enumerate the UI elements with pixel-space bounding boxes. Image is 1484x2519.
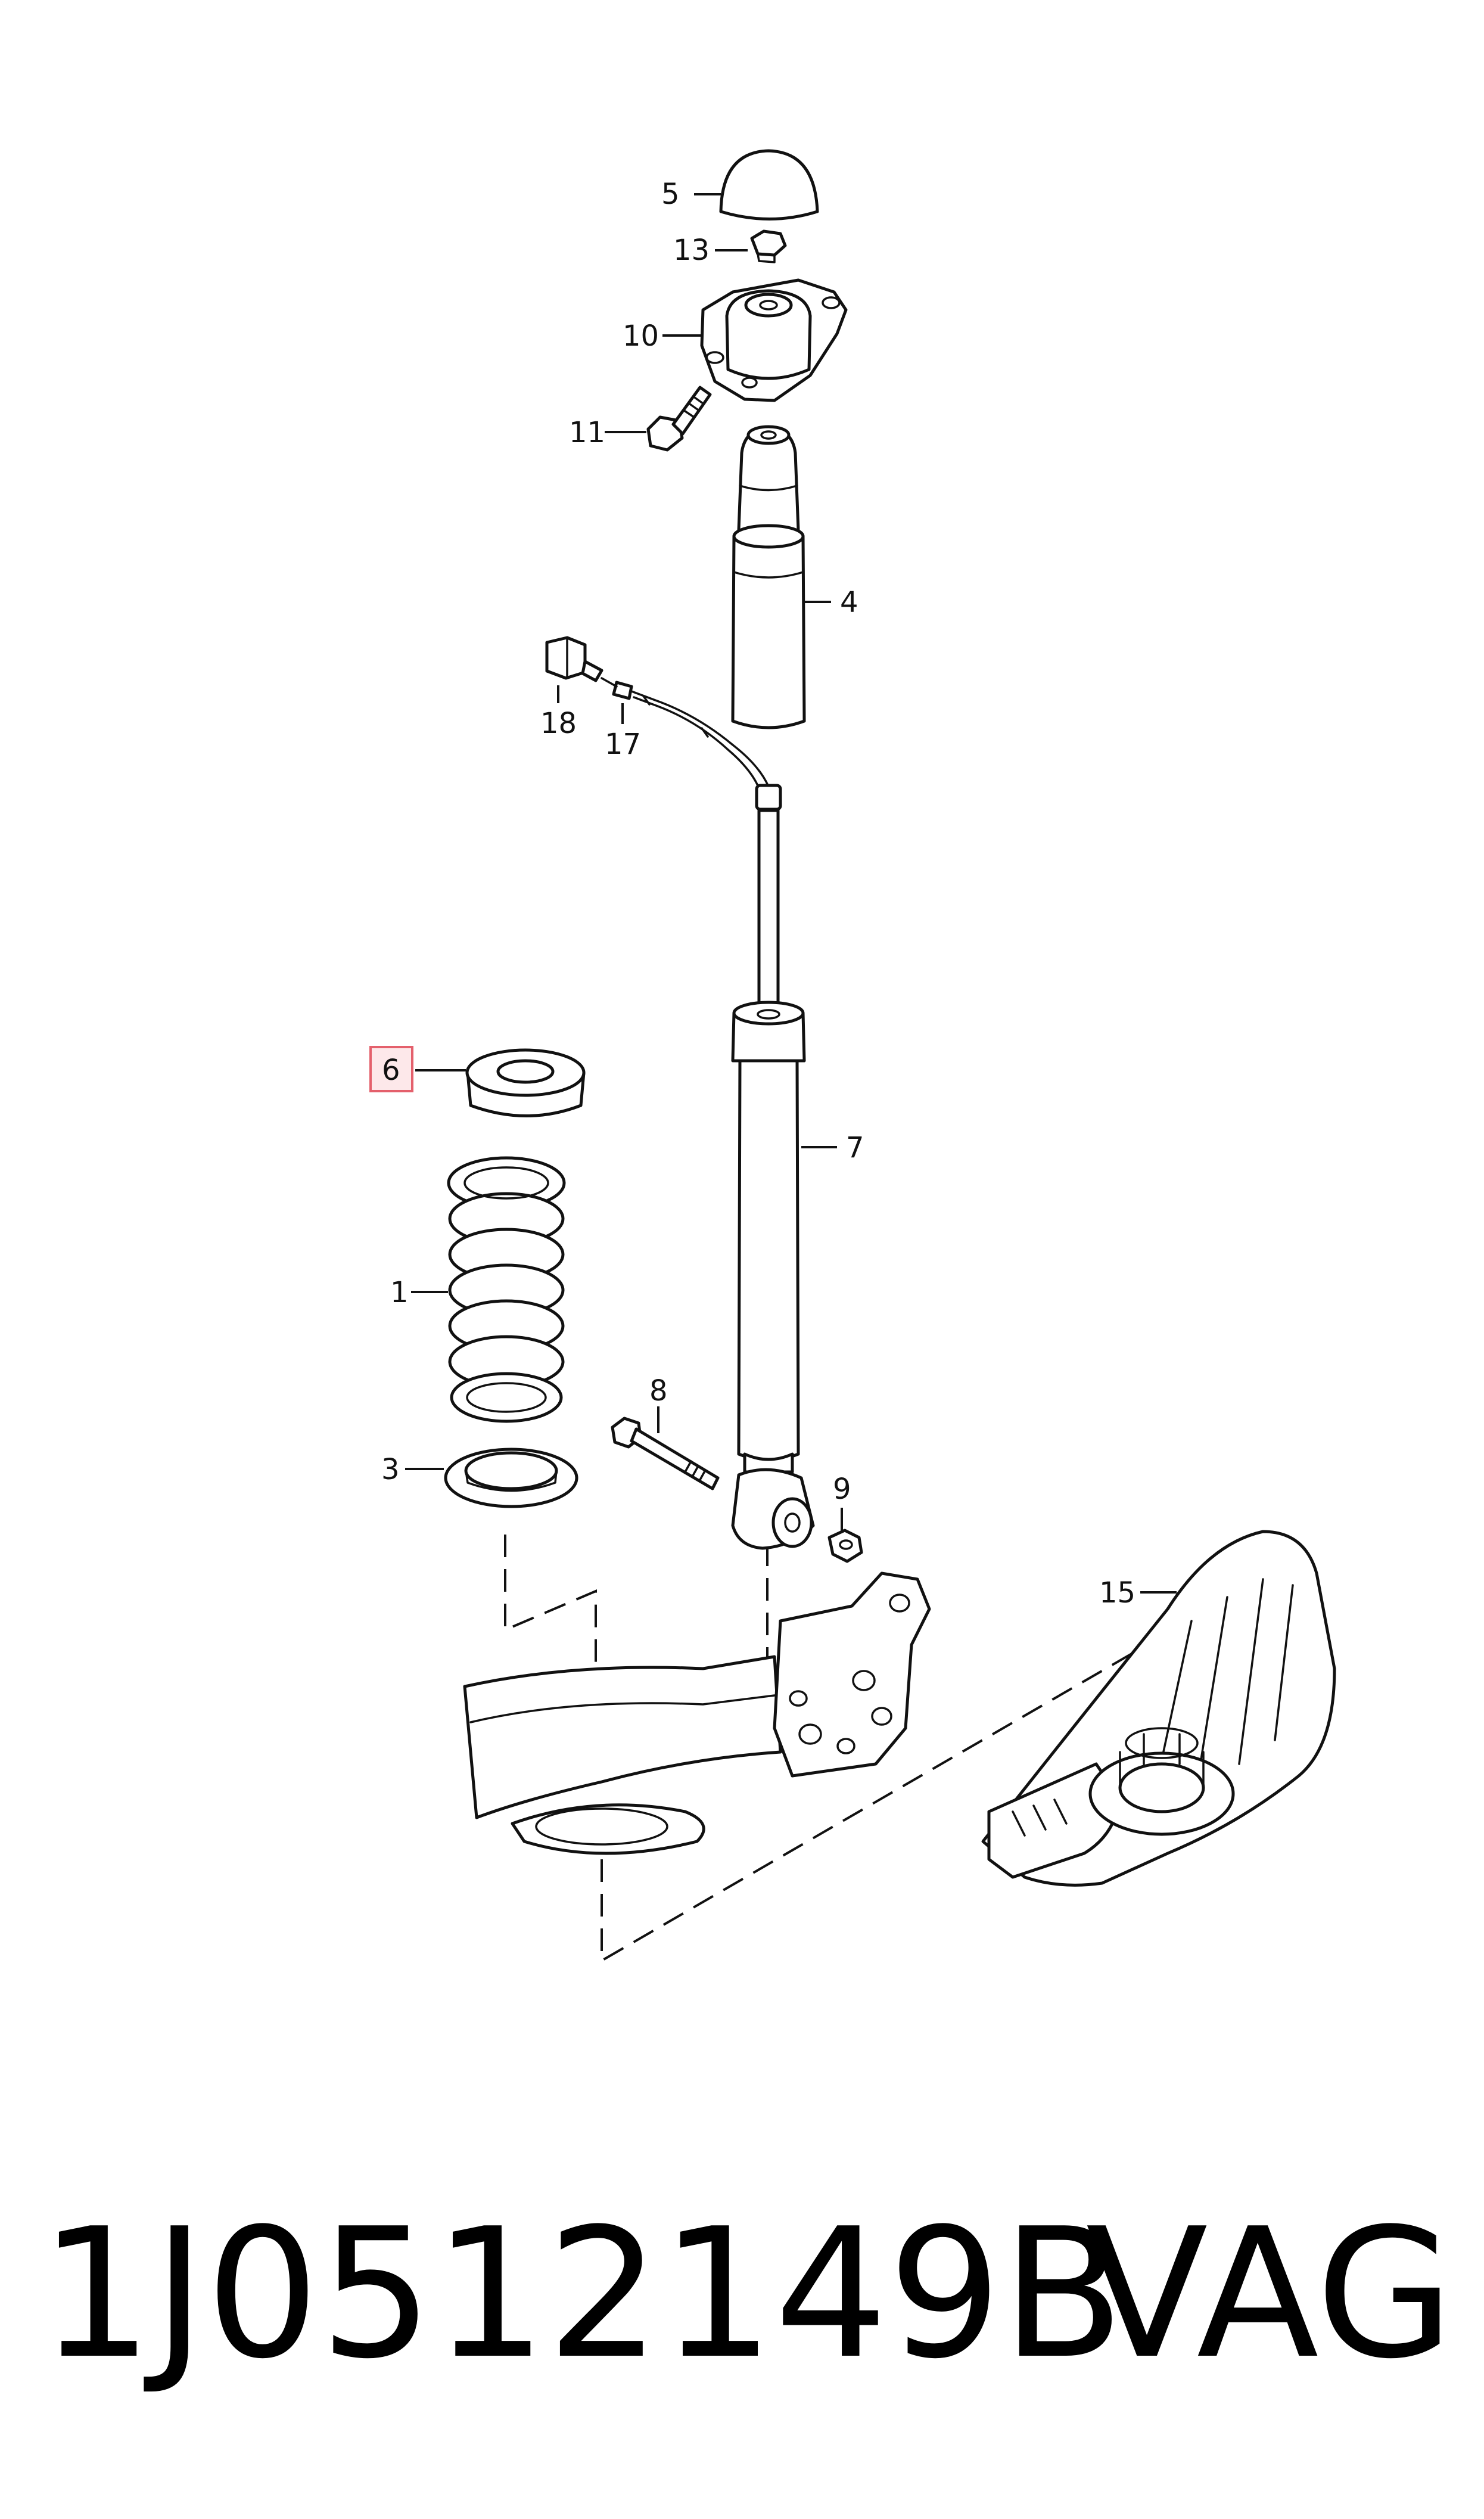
callout-11: 11 — [569, 416, 605, 449]
lower-nut-part — [827, 1529, 863, 1563]
callout-15: 15 — [1099, 1576, 1135, 1610]
callout-18: 18 — [540, 707, 577, 740]
mount-bolt-part — [646, 386, 712, 452]
callout-4: 4 — [840, 586, 858, 619]
callout-9: 9 — [833, 1473, 851, 1506]
lower-bolt-part — [611, 1417, 720, 1490]
lower-spring-seat-part — [444, 1448, 578, 1508]
callout-7: 7 — [846, 1131, 864, 1164]
callout-17: 17 — [605, 728, 641, 761]
callout-leader-lines — [405, 193, 1177, 1594]
shock-absorber-part — [731, 784, 815, 1550]
top-nut-part — [750, 229, 787, 263]
callout-numbers: 5 13 10 11 4 18 17 6 7 1 8 9 3 15 — [381, 178, 1135, 1610]
bump-stop-boot-part — [731, 425, 806, 729]
part-number: 1J0512149B — [39, 2190, 1125, 2398]
callout-6-highlight — [369, 1046, 413, 1092]
callout-8: 8 — [649, 1374, 668, 1408]
callout-3: 3 — [381, 1453, 400, 1486]
dust-cap-part — [719, 149, 819, 220]
brand-name: VAG — [1085, 2190, 1454, 2398]
sensor-connector-part — [545, 636, 603, 682]
callout-13: 13 — [673, 234, 710, 267]
callout-1: 1 — [390, 1276, 409, 1309]
coil-spring-part — [447, 1156, 566, 1423]
rear-axle-beam — [463, 1571, 931, 1855]
callout-6: 6 — [382, 1054, 400, 1087]
callout-10: 10 — [623, 319, 659, 353]
upper-spring-seat-part — [465, 1048, 586, 1117]
sensor-cable-part — [601, 677, 770, 791]
strut-top-mount-part — [700, 278, 848, 402]
body-mount-bracket-part — [981, 1530, 1336, 1887]
callout-5: 5 — [661, 178, 680, 211]
